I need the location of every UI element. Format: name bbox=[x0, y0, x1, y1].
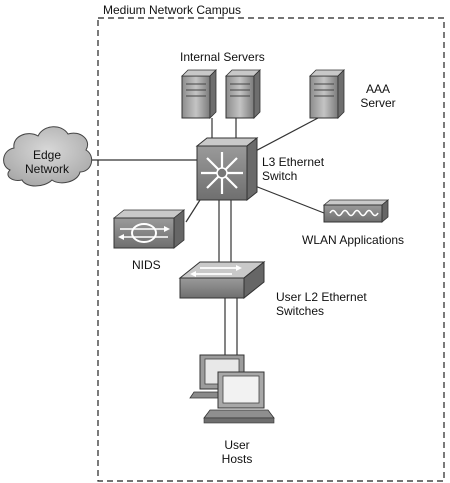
aaa-server-icon bbox=[309, 69, 345, 119]
link-wlan-l3 bbox=[254, 185, 325, 214]
nids-label: NIDS bbox=[132, 258, 161, 272]
internal-server-2-icon bbox=[225, 69, 261, 119]
l3-switch-icon bbox=[195, 136, 259, 202]
l3-switch-label: L3 Ethernet Switch bbox=[262, 155, 325, 183]
l2-switches-label: User L2 Ethernet Switches bbox=[276, 290, 367, 318]
user-hosts-icon bbox=[189, 354, 275, 424]
aaa-server-label: AAA Server bbox=[360, 82, 396, 110]
campus-title: Medium Network Campus bbox=[103, 3, 242, 17]
edge-network-cloud-icon bbox=[3, 126, 93, 187]
nids-appliance-icon bbox=[112, 209, 186, 249]
edge-network-label: Edge Network bbox=[24, 148, 69, 176]
campus-boundary bbox=[97, 17, 445, 482]
internal-server-1-icon bbox=[181, 69, 217, 119]
internal-servers-label: Internal Servers bbox=[180, 50, 265, 64]
link-nids-l3 bbox=[185, 199, 201, 223]
links bbox=[80, 117, 325, 355]
l2-switch-icon bbox=[178, 260, 266, 300]
wlan-appliance-icon bbox=[322, 199, 390, 223]
wlan-label: WLAN Applications bbox=[302, 233, 405, 247]
link-aaa-l3 bbox=[247, 117, 319, 156]
user-hosts-label: User Hosts bbox=[221, 438, 253, 466]
